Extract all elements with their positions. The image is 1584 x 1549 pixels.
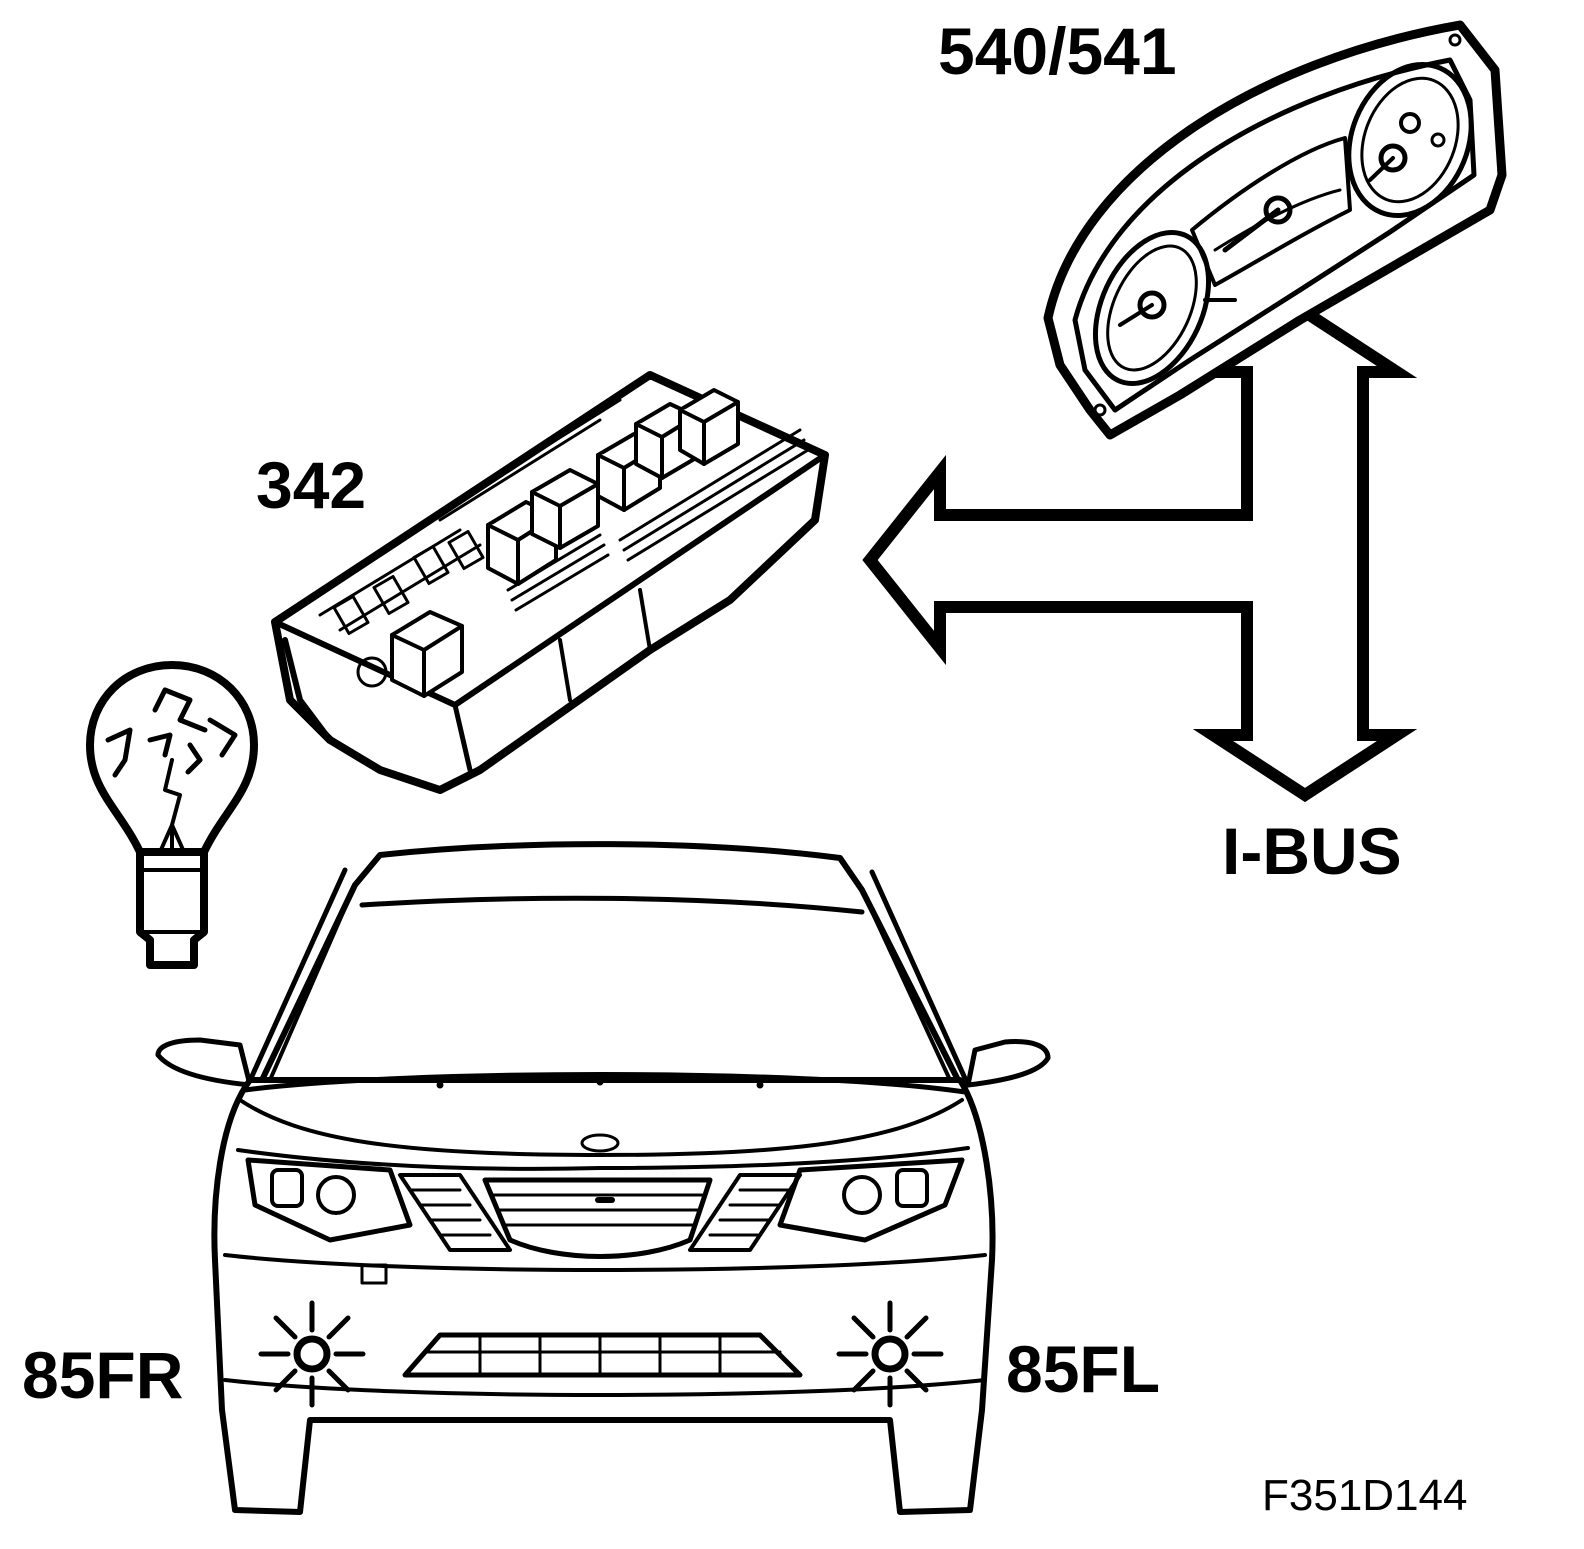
car-front-view-icon [155,841,1051,1515]
instrument-cluster-icon [1043,20,1507,440]
figure-code: F351D144 [1262,1471,1468,1520]
instrument-cluster-label: 540/541 [938,14,1177,88]
broken-light-bulb-icon [86,661,258,969]
bus-label: I-BUS [1222,814,1402,888]
tee-arrow-icon [862,304,1418,803]
fuse-relay-box-label: 342 [256,448,367,522]
fog-light-right-icon [258,1300,366,1408]
fog-left-label: 85FL [1006,1332,1161,1406]
fog-light-left-icon [836,1300,944,1408]
fuse-relay-box-icon [271,371,829,794]
fog-right-label: 85FR [22,1338,184,1412]
